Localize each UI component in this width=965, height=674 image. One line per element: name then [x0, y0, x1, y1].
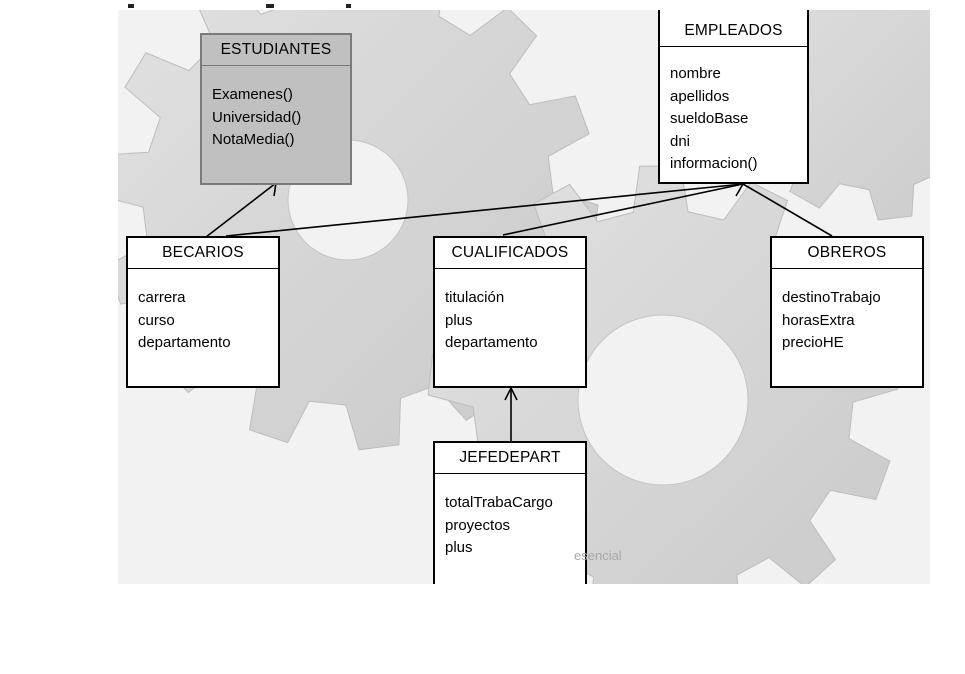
class-member: dni — [670, 132, 691, 150]
class-name: BECARIOS — [128, 238, 278, 269]
class-member: Universidad() — [212, 108, 302, 126]
class-members: titulación plus departamento — [435, 269, 585, 355]
class-member: informacion() — [670, 155, 758, 172]
class-member: nombre — [670, 65, 721, 82]
class-member: Examenes() — [212, 86, 293, 103]
class-member: destinoTrabajo — [782, 289, 881, 306]
class-members: Examenes() Universidad() NotaMedia() — [202, 66, 350, 152]
class-members: destinoTrabajo horasExtra precioHE — [772, 269, 922, 355]
class-members: carrera curso departamento — [128, 269, 278, 355]
class-empleados: EMPLEADOS nombre apellidos sueldoBase dn… — [658, 10, 809, 184]
class-member: titulación — [445, 289, 505, 306]
class-name: JEFEDEPART — [435, 443, 585, 474]
class-name: EMPLEADOS — [660, 10, 807, 47]
class-jefedepart: JEFEDEPART totalTrabaCargo proyectos plu… — [433, 441, 587, 584]
class-member: totalTrabaCargo — [445, 494, 553, 511]
class-obreros: OBREROS destinoTrabajo horasExtra precio… — [770, 236, 924, 388]
class-member: proyectos — [445, 516, 511, 534]
class-cualificados: CUALIFICADOS titulación plus departament… — [433, 236, 587, 388]
class-name: ESTUDIANTES — [202, 35, 350, 66]
class-member: NotaMedia() — [212, 131, 295, 148]
class-member: carrera — [138, 289, 186, 306]
class-members: nombre apellidos sueldoBase dni informac… — [660, 47, 807, 176]
class-becarios: BECARIOS carrera curso departamento — [126, 236, 280, 388]
class-member: departamento — [445, 334, 538, 351]
class-member: curso — [138, 311, 175, 329]
diagram-canvas: ESTUDIANTES Examenes() Universidad() Not… — [118, 10, 930, 584]
class-member: precioHE — [782, 334, 844, 351]
gear-hole — [577, 314, 749, 486]
cropped-title-fragment — [128, 0, 588, 10]
class-estudiantes: ESTUDIANTES Examenes() Universidad() Not… — [200, 33, 352, 185]
class-member: plus — [445, 539, 473, 556]
class-member: plus — [445, 311, 473, 329]
class-member: sueldoBase — [670, 110, 749, 127]
class-member: horasExtra — [782, 311, 855, 329]
class-member: departamento — [138, 334, 231, 351]
class-member: apellidos — [670, 87, 730, 105]
class-name: CUALIFICADOS — [435, 238, 585, 269]
watermark-text: esencial — [574, 548, 622, 563]
class-members: totalTrabaCargo proyectos plus — [435, 474, 585, 560]
class-name: OBREROS — [772, 238, 922, 269]
